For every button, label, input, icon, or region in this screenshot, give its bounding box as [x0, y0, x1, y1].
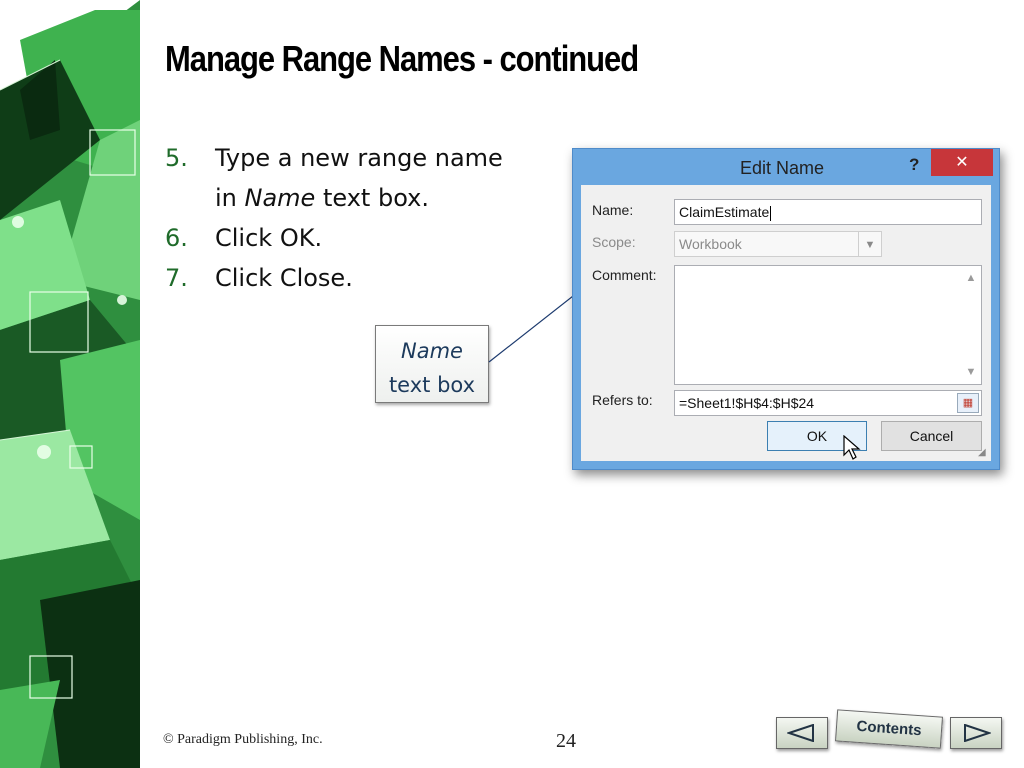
collapse-dialog-icon[interactable]: ▦: [957, 393, 979, 413]
chevron-down-icon[interactable]: ▼: [858, 232, 881, 256]
dialog-body: Name: ClaimEstimate Scope: Workbook ▼ Co…: [581, 185, 991, 461]
dialog-title: Edit Name: [740, 158, 825, 178]
refers-to-value: =Sheet1!$H$4:$H$24: [679, 395, 815, 411]
forward-button[interactable]: [950, 717, 1002, 749]
contents-button[interactable]: Contents: [835, 709, 943, 749]
step-text: Click OK.: [215, 224, 323, 252]
step-item: 6. Click OK.: [165, 218, 545, 258]
name-textbox-callout: Name text box: [375, 325, 489, 403]
close-button[interactable]: ✕: [931, 149, 993, 176]
step-item: 7. Click Close.: [165, 258, 545, 298]
triangle-left-icon: [787, 724, 814, 742]
name-input[interactable]: ClaimEstimate: [674, 199, 982, 225]
comment-label: Comment:: [592, 267, 657, 283]
resize-grip-icon[interactable]: ◢: [978, 447, 986, 458]
help-button[interactable]: ?: [909, 155, 920, 174]
page-number: 24: [556, 730, 576, 752]
comment-textarea[interactable]: ▲▼: [674, 265, 982, 385]
triangle-right-icon: [964, 724, 991, 742]
callout-line2: text box: [388, 373, 476, 397]
scope-select-value: Workbook: [679, 236, 742, 252]
name-label: Name:: [592, 202, 634, 218]
refers-to-input[interactable]: =Sheet1!$H$4:$H$24 ▦: [674, 390, 982, 416]
step-text: Type a new range name in Name text box.: [215, 138, 545, 218]
decorative-green-panel: [0, 0, 140, 768]
dialog-titlebar[interactable]: Edit Name ? ✕: [573, 149, 999, 185]
refers-to-label: Refers to:: [592, 392, 653, 408]
step-item: 5. Type a new range name in Name text bo…: [165, 138, 545, 218]
mouse-pointer-icon: [843, 435, 861, 460]
name-input-value: ClaimEstimate: [679, 204, 770, 220]
steps-list: 5. Type a new range name in Name text bo…: [165, 138, 545, 298]
step-text-line2: in Name text box.: [215, 178, 545, 218]
callout-line1: Name: [401, 339, 463, 363]
back-button[interactable]: [776, 717, 828, 749]
slide-title: Manage Range Names - continued: [165, 38, 639, 79]
step-text-line1: Type a new range name: [215, 144, 503, 172]
cancel-button[interactable]: Cancel: [881, 421, 982, 451]
scroll-up-icon[interactable]: ▲: [965, 272, 977, 284]
step-text-pre: in: [215, 184, 245, 212]
scope-label: Scope:: [592, 234, 636, 250]
step-text-post: text box.: [315, 184, 429, 212]
scope-select[interactable]: Workbook ▼: [674, 231, 882, 257]
edit-name-dialog: Edit Name ? ✕ Name: ClaimEstimate Scope:…: [572, 148, 1000, 470]
comment-scrollbar[interactable]: ▲▼: [961, 266, 981, 384]
step-text: Click Close.: [215, 264, 353, 292]
step-text-emphasis: Name: [244, 184, 316, 212]
step-number: 6.: [165, 224, 188, 252]
step-number: 5.: [165, 144, 188, 172]
copyright-footer: © Paradigm Publishing, Inc.: [163, 732, 323, 747]
text-caret: [770, 205, 772, 221]
step-number: 7.: [165, 264, 188, 292]
scroll-down-icon[interactable]: ▼: [965, 366, 977, 378]
